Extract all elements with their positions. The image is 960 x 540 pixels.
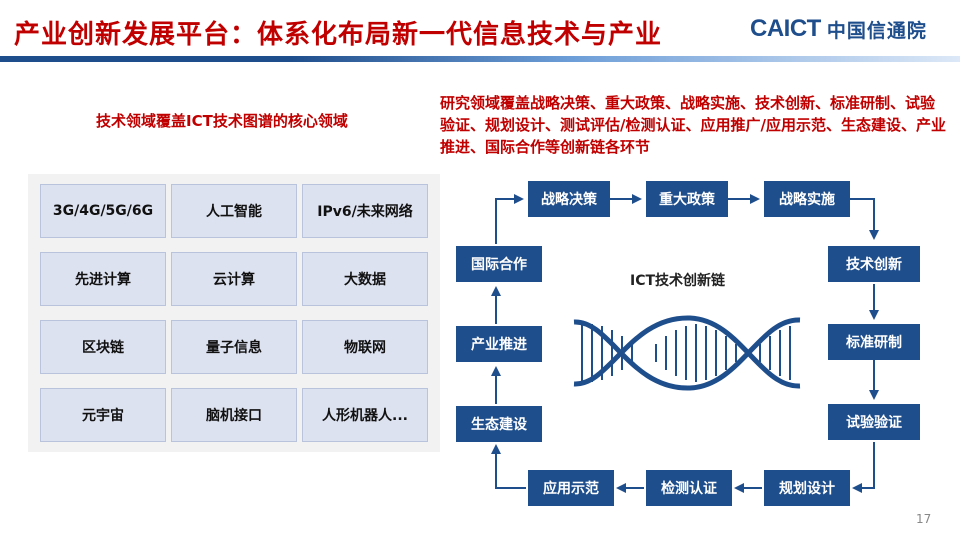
tech-tile: IPv6/未来网络 — [302, 184, 428, 238]
chain-step-standard-development: 标准研制 — [828, 324, 920, 360]
chain-step-testing-verification: 试验验证 — [828, 404, 920, 440]
chain-step-industry-promotion: 产业推进 — [456, 326, 542, 362]
caict-logo: CAICT 中国信通院 — [750, 14, 927, 44]
chain-step-international-cooperation: 国际合作 — [456, 246, 542, 282]
tech-tile: 云计算 — [171, 252, 297, 306]
chain-step-strategic-decision: 战略决策 — [528, 181, 610, 217]
chain-step-application-demo: 应用示范 — [528, 470, 614, 506]
tech-tile: 大数据 — [302, 252, 428, 306]
slide-title: 产业创新发展平台：体系化布局新一代信息技术与产业 — [14, 20, 663, 50]
tech-tile: 人工智能 — [171, 184, 297, 238]
chain-step-tech-innovation: 技术创新 — [828, 246, 920, 282]
chain-step-planning-design: 规划设计 — [764, 470, 850, 506]
chain-step-strategy-implementation: 战略实施 — [764, 181, 850, 217]
research-scope-text: 研究领域覆盖战略决策、重大政策、战略实施、技术创新、标准研制、试验验证、规划设计… — [440, 94, 946, 156]
tech-tile: 脑机接口 — [171, 388, 297, 442]
page-number: 17 — [916, 512, 932, 526]
tech-tile: 先进计算 — [40, 252, 166, 306]
tech-tile: 元宇宙 — [40, 388, 166, 442]
tech-tile: 3G/4G/5G/6G — [40, 184, 166, 238]
chain-arrows — [491, 194, 879, 493]
title-divider — [0, 56, 960, 62]
tech-domain-heading: 技术领域覆盖ICT技术图谱的核心领域 — [96, 112, 348, 130]
tech-tile: 量子信息 — [171, 320, 297, 374]
chain-step-major-policy: 重大政策 — [646, 181, 728, 217]
tech-tile: 物联网 — [302, 320, 428, 374]
chain-center-label: ICT技术创新链 — [630, 273, 726, 289]
logo-cn-text: 中国信通院 — [826, 19, 927, 42]
dna-helix-icon — [573, 315, 801, 391]
tech-tile: 区块链 — [40, 320, 166, 374]
logo-en-text: CAICT — [750, 15, 821, 42]
tech-tile: 人形机器人... — [302, 388, 428, 442]
chain-step-ecosystem-building: 生态建设 — [456, 406, 542, 442]
chain-step-inspection-certification: 检测认证 — [646, 470, 732, 506]
